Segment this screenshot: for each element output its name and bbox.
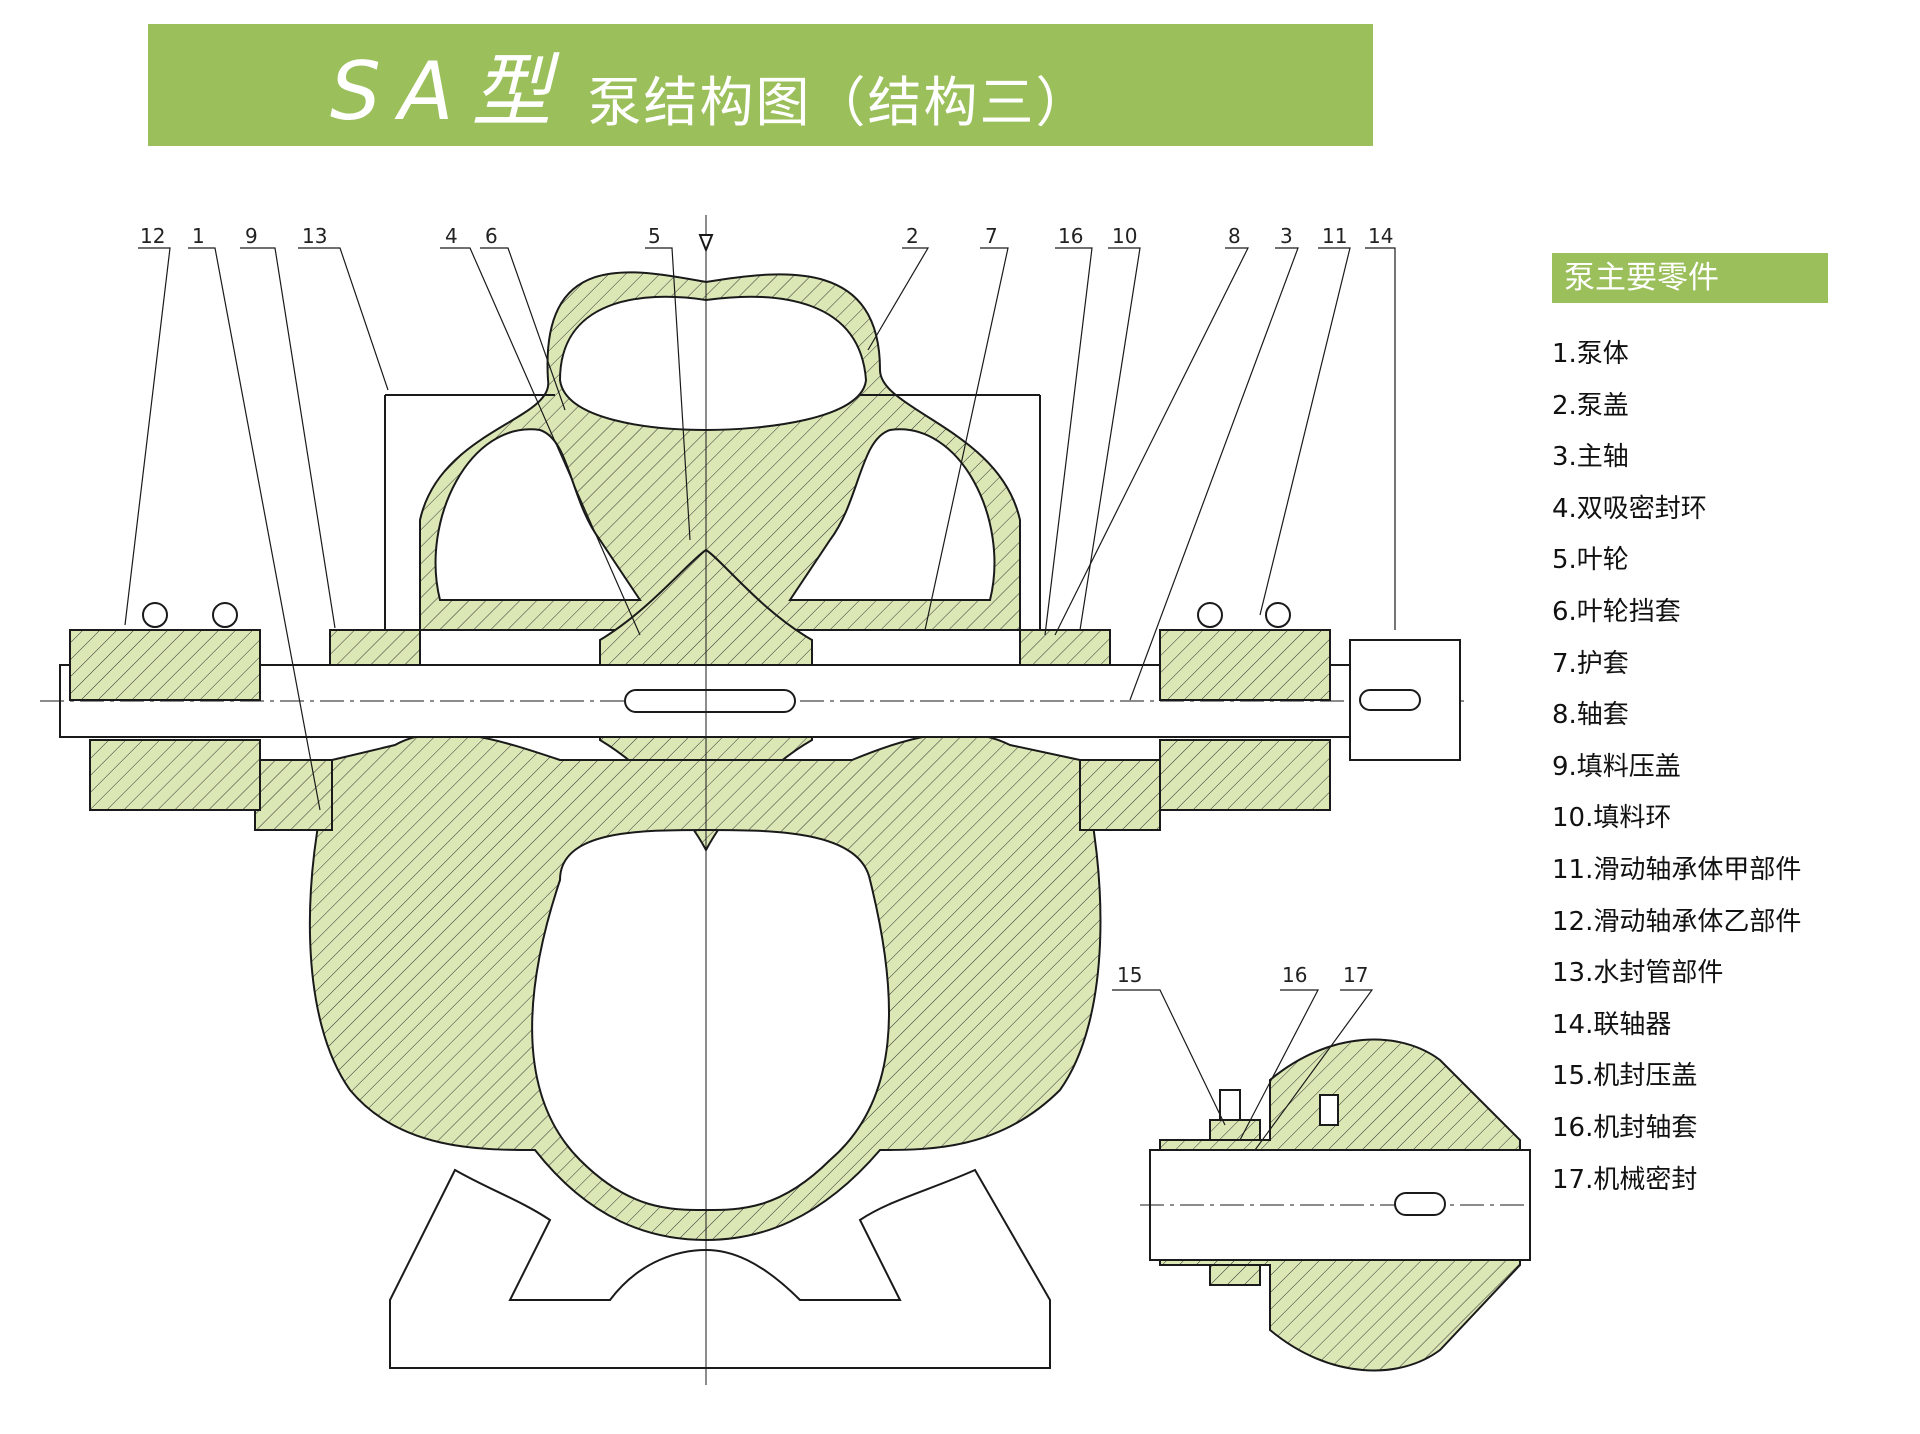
part-item: 2.泵盖 xyxy=(1552,390,1629,421)
callout-10: 10 xyxy=(1112,224,1137,248)
parts-list-header: 泵主要零件 xyxy=(1552,253,1828,303)
water-seal-pipes xyxy=(384,215,1041,1385)
part-item: 13.水封管部件 xyxy=(1552,958,1724,989)
part-item: 16.机封轴套 xyxy=(1552,1112,1698,1143)
part-item: 4.双吸密封环 xyxy=(1552,493,1707,524)
callout-4: 4 xyxy=(445,224,458,248)
part-item: 7.护套 xyxy=(1552,648,1629,679)
mechanical-seal-inset xyxy=(1140,1038,1531,1372)
callout-7: 7 xyxy=(985,224,998,248)
callout-5: 5 xyxy=(648,224,661,248)
part-item: 14.联轴器 xyxy=(1552,1009,1672,1040)
part-item: 5.叶轮 xyxy=(1552,545,1629,576)
part-item: 15.机封压盖 xyxy=(1552,1061,1698,1092)
title-banner xyxy=(148,24,1373,146)
part-item: 11.滑动轴承体甲部件 xyxy=(1552,854,1802,885)
title-main: SA型 xyxy=(330,45,570,138)
part-item: 17.机械密封 xyxy=(1552,1164,1698,1195)
bearing-housings xyxy=(69,602,1331,811)
inset-callouts: 15 16 17 xyxy=(1117,963,1368,987)
part-item: 3.主轴 xyxy=(1552,442,1629,473)
pump-body-casting xyxy=(254,271,1161,1369)
part-item: 8.轴套 xyxy=(1552,700,1629,731)
callout-12: 12 xyxy=(140,224,165,248)
inset-leader-lines xyxy=(1112,989,1374,1151)
callout-14: 14 xyxy=(1368,224,1393,248)
callout-6: 6 xyxy=(485,224,498,248)
main-callouts: 12 1 9 13 4 6 5 2 7 16 10 8 3 11 14 xyxy=(140,224,1393,248)
part-item: 9.填料压盖 xyxy=(1552,751,1681,782)
part-item: 6.叶轮挡套 xyxy=(1552,596,1681,627)
part-item: 12.滑动轴承体乙部件 xyxy=(1552,906,1802,937)
part-item: 1.泵体 xyxy=(1552,339,1629,369)
part-item: 10.填料环 xyxy=(1552,803,1672,834)
callout-15: 15 xyxy=(1117,963,1142,987)
main-leader-lines xyxy=(124,247,1396,811)
callout-16: 16 xyxy=(1058,224,1083,248)
title-sub: 泵结构图（结构三） xyxy=(587,70,1092,134)
callout-9: 9 xyxy=(245,224,258,248)
page-title: SA型 泵结构图（结构三） xyxy=(330,24,1092,146)
callout-13: 13 xyxy=(302,224,327,248)
parts-list: 1.泵体 2.泵盖 3.主轴 4.双吸密封环 5.叶轮 6.叶轮挡套 7.护套 … xyxy=(1552,334,1801,1211)
callout-8: 8 xyxy=(1228,224,1241,248)
callout-17: 17 xyxy=(1343,963,1368,987)
callout-16-inset: 16 xyxy=(1282,963,1307,987)
callout-2: 2 xyxy=(906,224,919,248)
callout-1: 1 xyxy=(192,224,205,248)
callout-11: 11 xyxy=(1322,224,1347,248)
callout-3: 3 xyxy=(1280,224,1293,248)
